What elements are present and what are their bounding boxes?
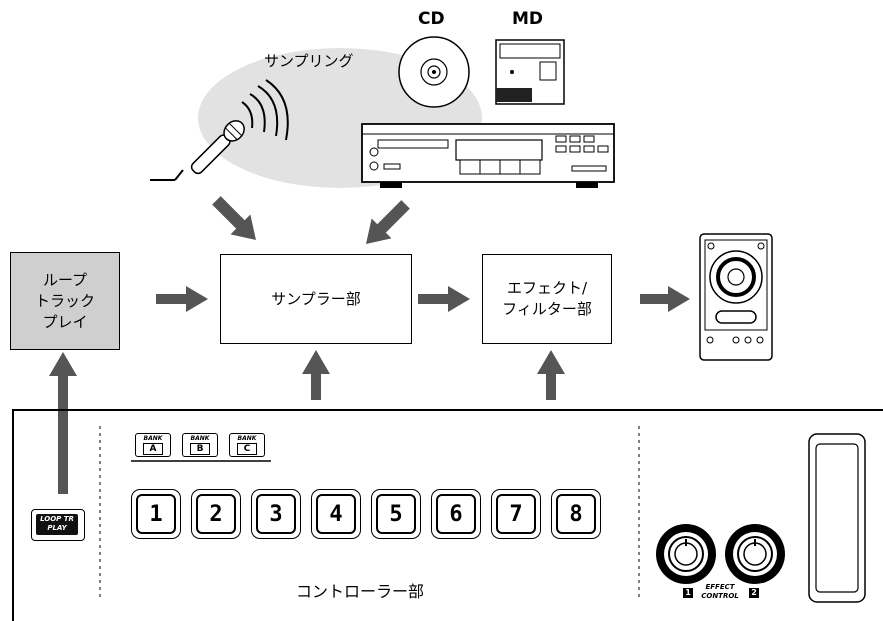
knob-number-1: 1 <box>683 588 693 598</box>
pad-4-number: 4 <box>316 494 356 534</box>
pad-5[interactable]: 5 <box>371 489 421 539</box>
cd-label: CD <box>418 9 445 29</box>
bank-c-button[interactable]: BANK C <box>229 433 265 457</box>
effect-block-line-2: フィルター部 <box>502 299 592 320</box>
loop-track-play-block: ループ トラック プレイ <box>10 252 120 350</box>
bank-a-top: BANK <box>136 435 170 442</box>
bank-c-top: BANK <box>230 435 264 442</box>
fader-icon <box>809 434 865 602</box>
pad-2-number: 2 <box>196 494 236 534</box>
sampling-label: サンプリング <box>264 50 354 71</box>
effect-control-line-2: CONTROL <box>700 592 740 601</box>
pad-1-number: 1 <box>136 494 176 534</box>
effect-knob-1-icon <box>656 524 716 584</box>
loop-block-line-1: ループ <box>35 270 95 291</box>
pad-6[interactable]: 6 <box>431 489 481 539</box>
effect-filter-block: エフェクト/ フィルター部 <box>482 254 612 344</box>
loop-button-line-1: LOOP TR <box>36 515 78 524</box>
pad-3[interactable]: 3 <box>251 489 301 539</box>
bank-c-letter: C <box>237 443 257 455</box>
loop-tr-play-button[interactable]: LOOP TR PLAY <box>31 509 85 541</box>
cd-player-icon <box>362 124 614 188</box>
bank-b-button[interactable]: BANK B <box>182 433 218 457</box>
pad-6-number: 6 <box>436 494 476 534</box>
controller-label: コントローラー部 <box>296 578 424 602</box>
pad-3-number: 3 <box>256 494 296 534</box>
md-disc-icon <box>496 40 564 104</box>
sampler-block-label: サンプラー部 <box>271 289 361 310</box>
bank-b-top: BANK <box>183 435 217 442</box>
cd-disc-icon <box>399 37 469 107</box>
bank-b-letter: B <box>190 443 210 455</box>
sampler-block: サンプラー部 <box>220 254 412 344</box>
pad-8[interactable]: 8 <box>551 489 601 539</box>
pad-4[interactable]: 4 <box>311 489 361 539</box>
pad-5-number: 5 <box>376 494 416 534</box>
pad-1[interactable]: 1 <box>131 489 181 539</box>
speaker-icon <box>700 234 772 360</box>
pad-2[interactable]: 2 <box>191 489 241 539</box>
effect-block-line-1: エフェクト/ <box>502 278 592 299</box>
md-label: MD <box>512 9 543 29</box>
effect-control-label: EFFECT CONTROL <box>700 583 740 601</box>
knob-number-2: 2 <box>749 588 759 598</box>
effect-knob-2-icon <box>725 524 785 584</box>
loop-block-line-3: プレイ <box>35 312 95 333</box>
loop-block-line-2: トラック <box>35 291 95 312</box>
pad-7-number: 7 <box>496 494 536 534</box>
pad-8-number: 8 <box>556 494 596 534</box>
loop-button-line-2: PLAY <box>36 524 78 533</box>
pad-7[interactable]: 7 <box>491 489 541 539</box>
bank-a-button[interactable]: BANK A <box>135 433 171 457</box>
effect-control-line-1: EFFECT <box>700 583 740 592</box>
bank-a-letter: A <box>143 443 163 455</box>
